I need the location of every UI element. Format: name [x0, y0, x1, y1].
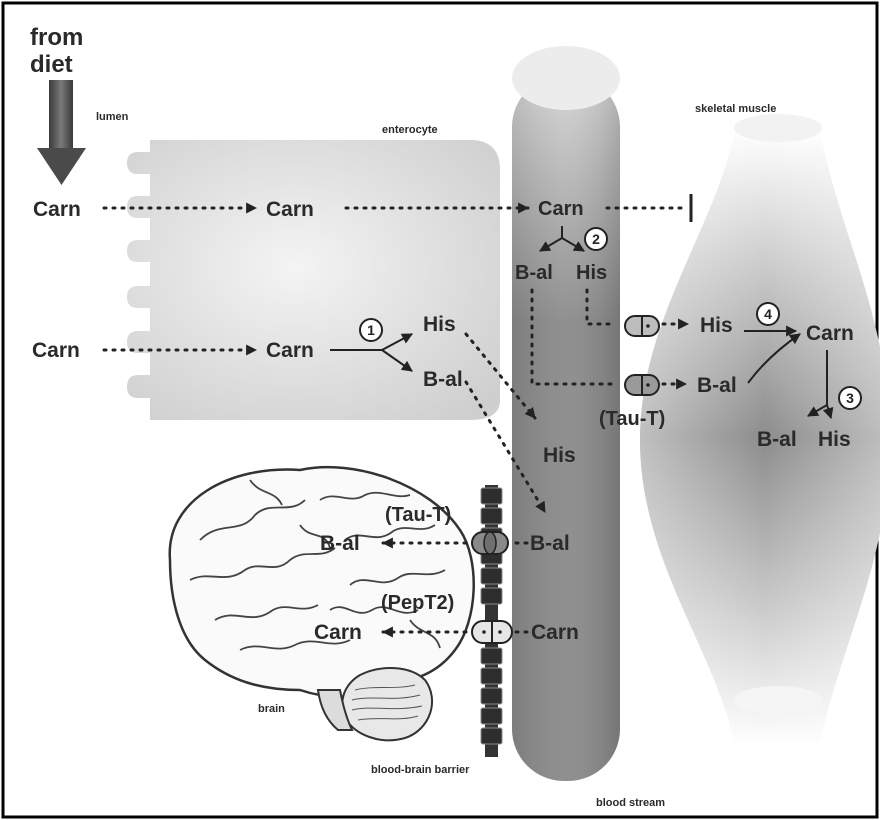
transporter-icon [625, 316, 659, 336]
carn-enterocyte-label: Carn [266, 198, 314, 221]
step-3-label: 3 [846, 390, 854, 406]
from-label: from [30, 24, 83, 51]
carn-enterocyte-2-label: Carn [266, 339, 314, 362]
his-blood-2-label: His [543, 444, 576, 467]
skeletal-muscle-label: skeletal muscle [695, 103, 776, 115]
carn-muscle-label: Carn [806, 322, 854, 345]
tau-t-muscle-label: (Tau-T) [599, 408, 665, 430]
his-muscle-label: His [700, 314, 733, 337]
his-enterocyte-label: His [423, 313, 456, 336]
bal-muscle-product-label: B-al [757, 428, 797, 451]
carn-brain-label: Carn [314, 621, 362, 644]
bal-brain-label: B-al [320, 532, 360, 555]
transporter-icon [625, 375, 659, 395]
transporter-icon [472, 532, 508, 554]
pept2-label: (PepT2) [381, 592, 454, 614]
transporter-icon [472, 621, 512, 643]
carn-diet-label: Carn [33, 198, 81, 221]
step-4-label: 4 [764, 306, 772, 322]
carn-lumen-label: Carn [32, 339, 80, 362]
lumen-label: lumen [96, 111, 129, 123]
his-muscle-product-label: His [818, 428, 851, 451]
step-1-label: 1 [367, 322, 375, 338]
blood-stream-label: blood stream [596, 797, 665, 809]
bal-blood-label: B-al [515, 262, 553, 284]
diet-label: diet [30, 51, 73, 78]
enterocyte-label: enterocyte [382, 124, 438, 136]
tau-t-brain-label: (Tau-T) [385, 504, 451, 526]
bal-muscle-label: B-al [697, 374, 737, 397]
blood-brain-barrier-label: blood-brain barrier [371, 764, 470, 776]
bal-blood-2-label: B-al [530, 532, 570, 555]
carn-blood-2-label: Carn [531, 621, 579, 644]
carn-blood-label: Carn [538, 198, 584, 220]
his-blood-label: His [576, 262, 607, 284]
bal-enterocyte-label: B-al [423, 368, 463, 391]
step-2-label: 2 [592, 231, 600, 247]
brain-label: brain [258, 703, 285, 715]
